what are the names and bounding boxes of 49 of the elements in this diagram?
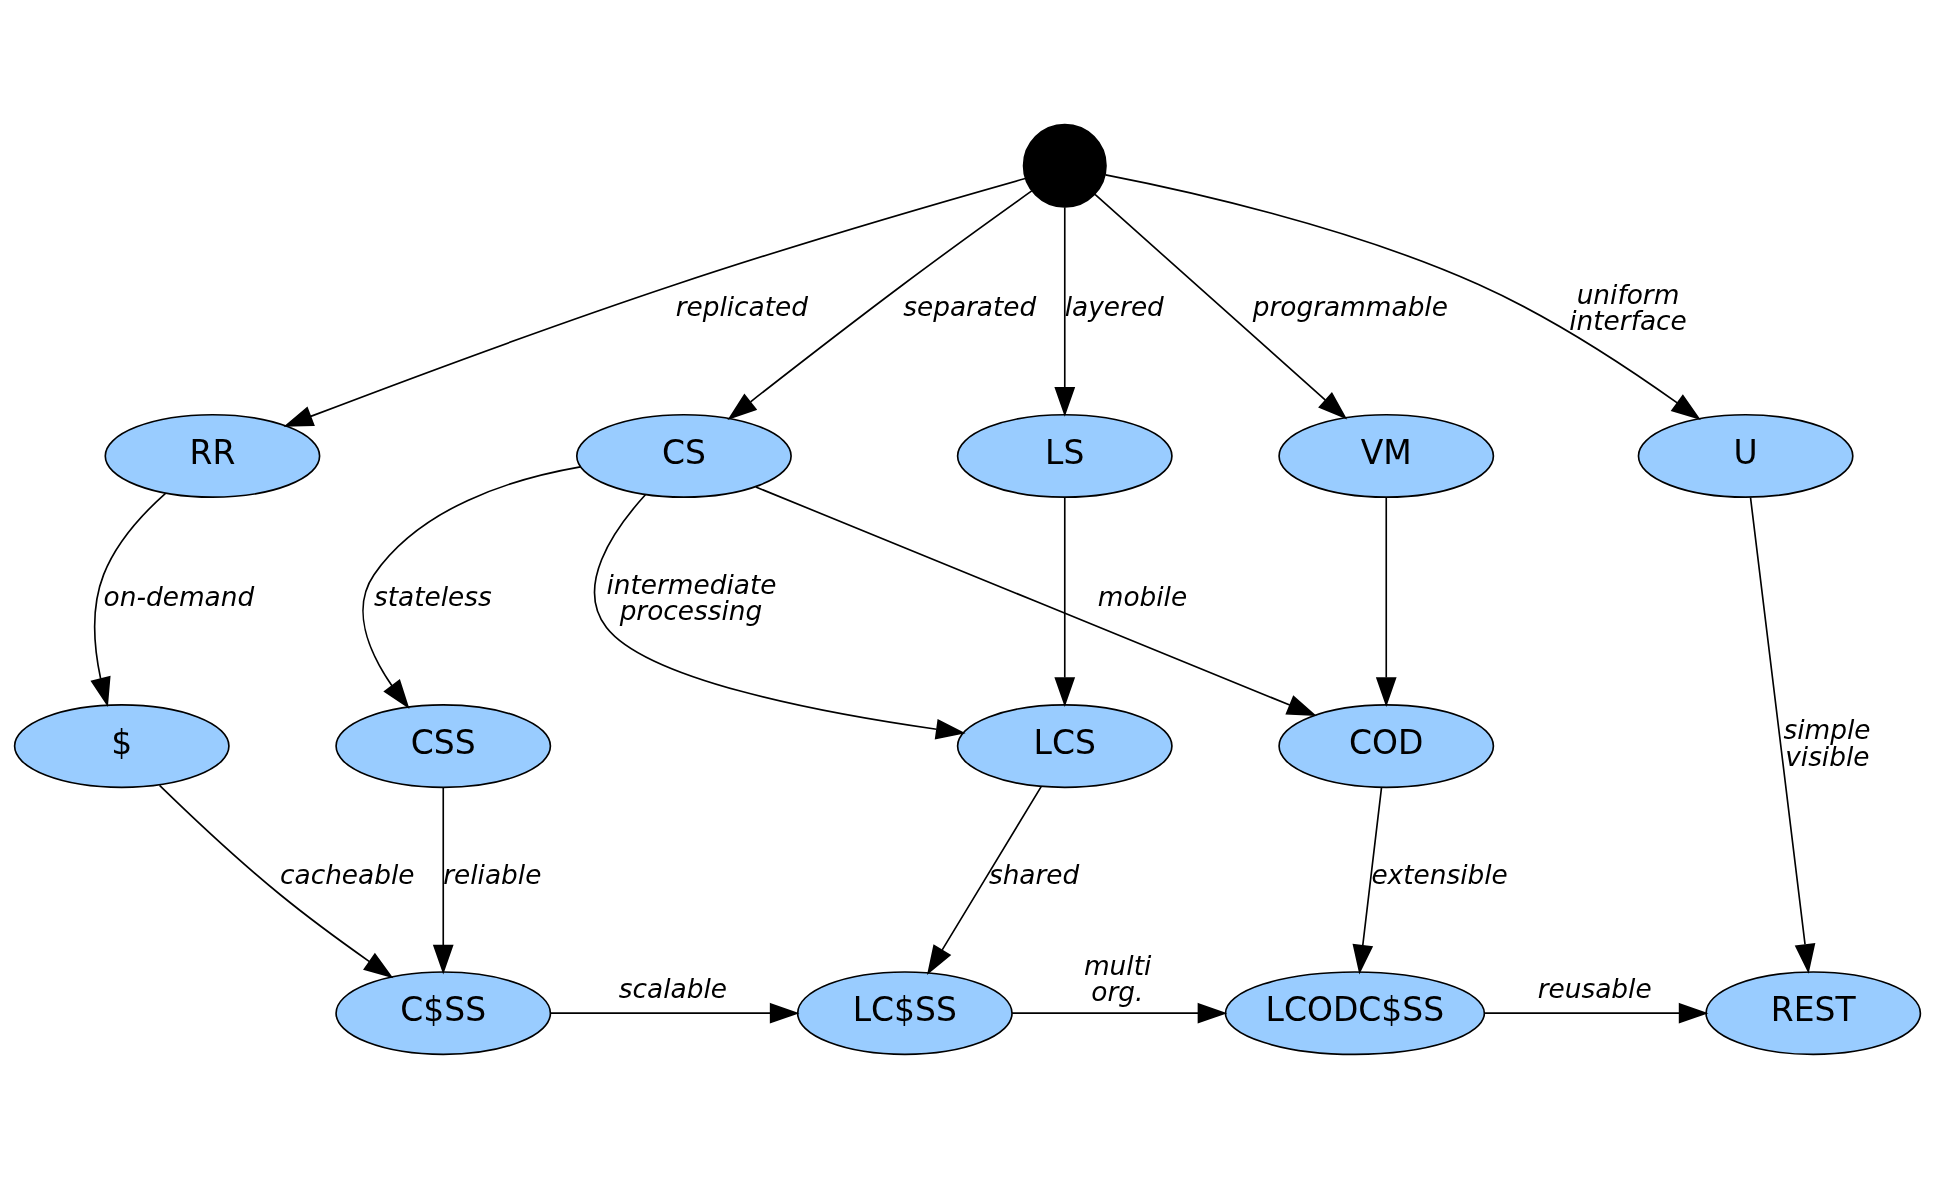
node-ellipse: REST (1705, 971, 1922, 1056)
arrow (1054, 206, 1076, 417)
arrow (1011, 1002, 1228, 1024)
arrow (1749, 496, 1816, 974)
arrow (550, 1002, 800, 1024)
edge-label: simple visible (1783, 715, 1871, 772)
arrow (90, 492, 167, 708)
edge-label: mobile (1097, 581, 1188, 612)
node-ellipse: RR (104, 413, 321, 498)
edge-label: reusable (1537, 974, 1652, 1005)
arrow (283, 177, 1027, 427)
edge-label: extensible (1371, 860, 1508, 891)
node-ellipse: LC$SS (796, 971, 1013, 1056)
arrow (1054, 496, 1076, 707)
arrow (1484, 1002, 1709, 1024)
arrow (1352, 787, 1383, 975)
arrow (593, 493, 966, 740)
edge-label: on-demand (103, 581, 255, 612)
node-ellipse: $ (13, 704, 230, 789)
node-ellipse: LCS (956, 704, 1173, 789)
edge-label: intermediate processing (606, 570, 777, 627)
edge-label: scalable (618, 974, 727, 1005)
arrow (1375, 496, 1397, 707)
edge-label: separated (903, 291, 1037, 322)
edge-label: replicated (675, 291, 809, 322)
arrow (158, 784, 394, 979)
node-ellipse: COD (1278, 704, 1495, 789)
arrow (432, 787, 454, 975)
edge-label: cacheable (280, 860, 415, 891)
node-circle (1022, 123, 1107, 208)
arrow (1094, 193, 1348, 420)
node-ellipse: U (1637, 413, 1854, 498)
arrow (1104, 174, 1701, 421)
node-ellipse: LS (956, 413, 1173, 498)
node-ellipse: LCODC$SS (1224, 971, 1486, 1056)
arrow (754, 486, 1317, 717)
edge-label: multi org. (1083, 950, 1152, 1008)
edge-label: stateless (374, 581, 492, 612)
node-ellipse: VM (1278, 413, 1495, 498)
edge-label: shared (988, 860, 1080, 891)
edge-label: reliable (443, 860, 542, 891)
arrow (362, 466, 582, 710)
edge-label: programmable (1252, 291, 1448, 322)
arrow (727, 190, 1033, 420)
node-ellipse: C$SS (335, 971, 552, 1056)
node-ellipse: CS (575, 413, 792, 498)
edge-label: uniform interface (1569, 279, 1687, 337)
node-ellipse: CSS (335, 704, 552, 789)
arrow (927, 785, 1042, 976)
